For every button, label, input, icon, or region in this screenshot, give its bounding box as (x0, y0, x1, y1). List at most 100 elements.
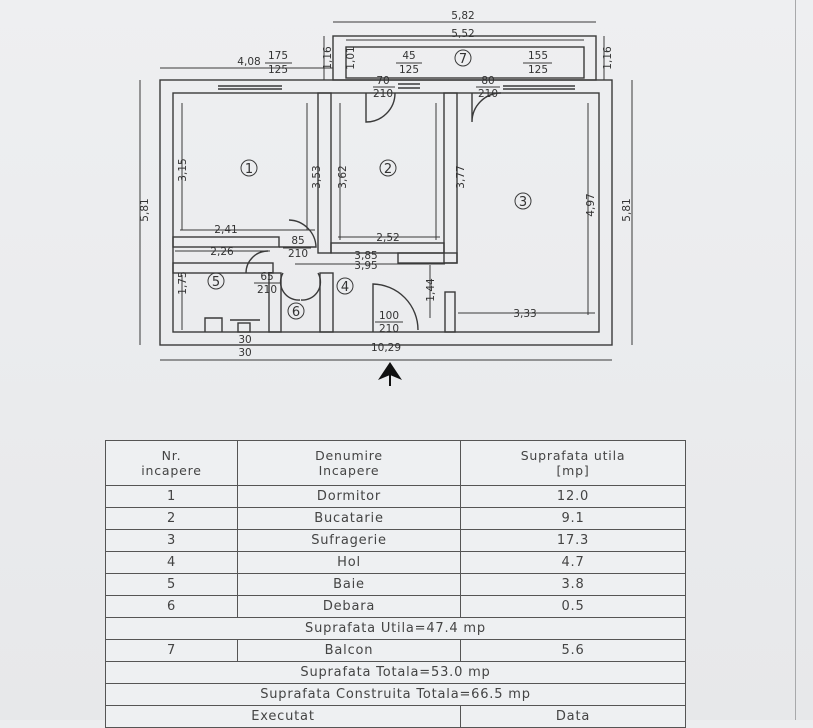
room-number-4: 4 (341, 280, 349, 295)
cell-area: 9.1 (460, 507, 686, 530)
balcony-inner (345, 46, 585, 79)
cell-area: 0.5 (460, 595, 686, 618)
dim-window-3-bottom: 125 (528, 64, 548, 76)
bath-fixture (204, 317, 223, 332)
door-bath (245, 250, 269, 274)
wall-entry-side (444, 291, 456, 333)
useful-total-row: Suprafata Utila=47.4 mp (105, 617, 686, 640)
dim-entry-door-bottom: 210 (379, 323, 399, 335)
dim-door-kitchen-top: 70 (376, 75, 389, 87)
cell-area: 12.0 (460, 485, 686, 508)
dim-window-1-top: 175 (268, 50, 288, 62)
floor-plan: 1 2 3 4 5 6 7 5,82 5,52 4,08 175 125 45 … (139, 10, 633, 386)
balcony-outline (332, 35, 597, 81)
dim-balcony-width: 5,82 (451, 10, 474, 22)
table-row: 2 Bucatarie 9.1 (105, 507, 686, 530)
dim-vent-bottom: 30 (238, 347, 251, 359)
dim-room3-height: 4,97 (585, 193, 597, 216)
wall-room2-hall (330, 242, 445, 254)
dim-door-bath-bottom: 210 (257, 284, 277, 296)
dim-window-1-bottom: 125 (268, 64, 288, 76)
dim-door-bath-top: 65 (260, 271, 273, 283)
dim-entry-door-top: 100 (379, 310, 399, 322)
table-row: 3 Sufragerie 17.3 (105, 529, 686, 552)
dim-room1-height-b: 3,53 (311, 165, 323, 188)
cell-name: Bucatarie (237, 507, 461, 530)
dim-balcony-wall: 1,01 (345, 46, 357, 69)
room-4-marker (336, 277, 354, 295)
dim-door-room1-top: 85 (291, 235, 304, 247)
dim-vent-top: 30 (238, 334, 251, 346)
room-1-marker (240, 159, 258, 177)
header-room-name: Denumire Incapere (237, 440, 461, 486)
dim-window-2-top: 45 (402, 50, 415, 62)
dim-total-width: 10,29 (371, 342, 401, 354)
room-number-5: 5 (212, 275, 220, 290)
dim-room2-height: 3,62 (337, 165, 349, 188)
cell-nr: 3 (105, 529, 238, 552)
dim-window-3-top: 155 (528, 50, 548, 62)
door-kitchen (365, 92, 396, 123)
wall-bath-top (172, 262, 274, 274)
dim-balcony-depth-right: 1,16 (602, 46, 614, 70)
useful-total-cell: Suprafata Utila=47.4 mp (105, 617, 686, 640)
table-row: 5 Baie 3.8 (105, 573, 686, 596)
dim-bath-width: 2,26 (210, 246, 234, 258)
dim-hall-height: 1,44 (425, 278, 437, 302)
sheet-border-line (795, 0, 796, 720)
room-3-marker (514, 192, 532, 210)
dim-total-height-left: 5,81 (139, 198, 151, 221)
entrance-arrow-icon (378, 362, 402, 380)
door-entry (372, 283, 419, 332)
room-6-marker (287, 302, 305, 320)
table-row: 4 Hol 4.7 (105, 551, 686, 574)
wall-bath-side (268, 272, 282, 333)
table-row: 7 Balcon 5.6 (105, 639, 686, 662)
room-2-marker (379, 159, 397, 177)
room-area-table: Nr. incapere Denumire Incapere Suprafata… (105, 440, 686, 728)
dim-left-wing: 4,08 (237, 56, 260, 68)
dim-hall-width-a: 3,85 (354, 250, 377, 262)
table-row: 6 Debara 0.5 (105, 595, 686, 618)
dim-window-2-bottom: 125 (399, 64, 419, 76)
cell-name: Sufragerie (237, 529, 461, 552)
cell-area: 5.6 (460, 639, 686, 662)
room-number-3: 3 (519, 195, 527, 210)
wall-room1-bath (172, 236, 280, 248)
table-header-row: Nr. incapere Denumire Incapere Suprafata… (105, 440, 686, 486)
dim-room1-width: 2,41 (214, 224, 237, 236)
cell-nr: 1 (105, 485, 238, 508)
dim-balcony-depth-left: 1,16 (322, 46, 334, 70)
dim-total-height-right: 5,81 (621, 198, 633, 221)
wall-hall-room3 (397, 252, 458, 264)
cell-name: Hol (237, 551, 461, 574)
door-living (471, 92, 502, 123)
footer-executed-cell: Executat (105, 705, 461, 728)
cell-name: Baie (237, 573, 461, 596)
dim-room2-height-b: 3,77 (455, 165, 467, 188)
dim-room2-width: 2,52 (376, 232, 399, 244)
cell-name: Debara (237, 595, 461, 618)
dim-door-room1-bottom: 210 (288, 248, 308, 260)
wall-storage-side (319, 272, 334, 333)
total-area-cell: Suprafata Totala=53.0 mp (105, 661, 686, 684)
cell-nr: 6 (105, 595, 238, 618)
outer-wall-line (159, 79, 613, 346)
door-storage (279, 272, 322, 301)
vent-duct (237, 322, 251, 333)
built-area-cell: Suprafata Construita Totala=66.5 mp (105, 683, 686, 706)
header-useful-area: Suprafata utila [mp] (460, 440, 686, 486)
cell-area: 3.8 (460, 573, 686, 596)
room-number-6: 6 (292, 305, 300, 320)
room-number-1: 1 (245, 162, 253, 177)
cell-nr: 2 (105, 507, 238, 530)
total-area-row: Suprafata Totala=53.0 mp (105, 661, 686, 684)
room-7-marker (454, 49, 472, 67)
inner-wall-line (172, 92, 600, 333)
dim-bath-height: 1,75 (177, 271, 189, 294)
dim-hall-width-b: 3,95 (354, 260, 377, 272)
cell-area: 4.7 (460, 551, 686, 574)
dim-door-living-top: 80 (481, 75, 494, 87)
dim-door-kitchen-bottom: 210 (373, 88, 393, 100)
dim-door-living-bottom: 210 (478, 88, 498, 100)
